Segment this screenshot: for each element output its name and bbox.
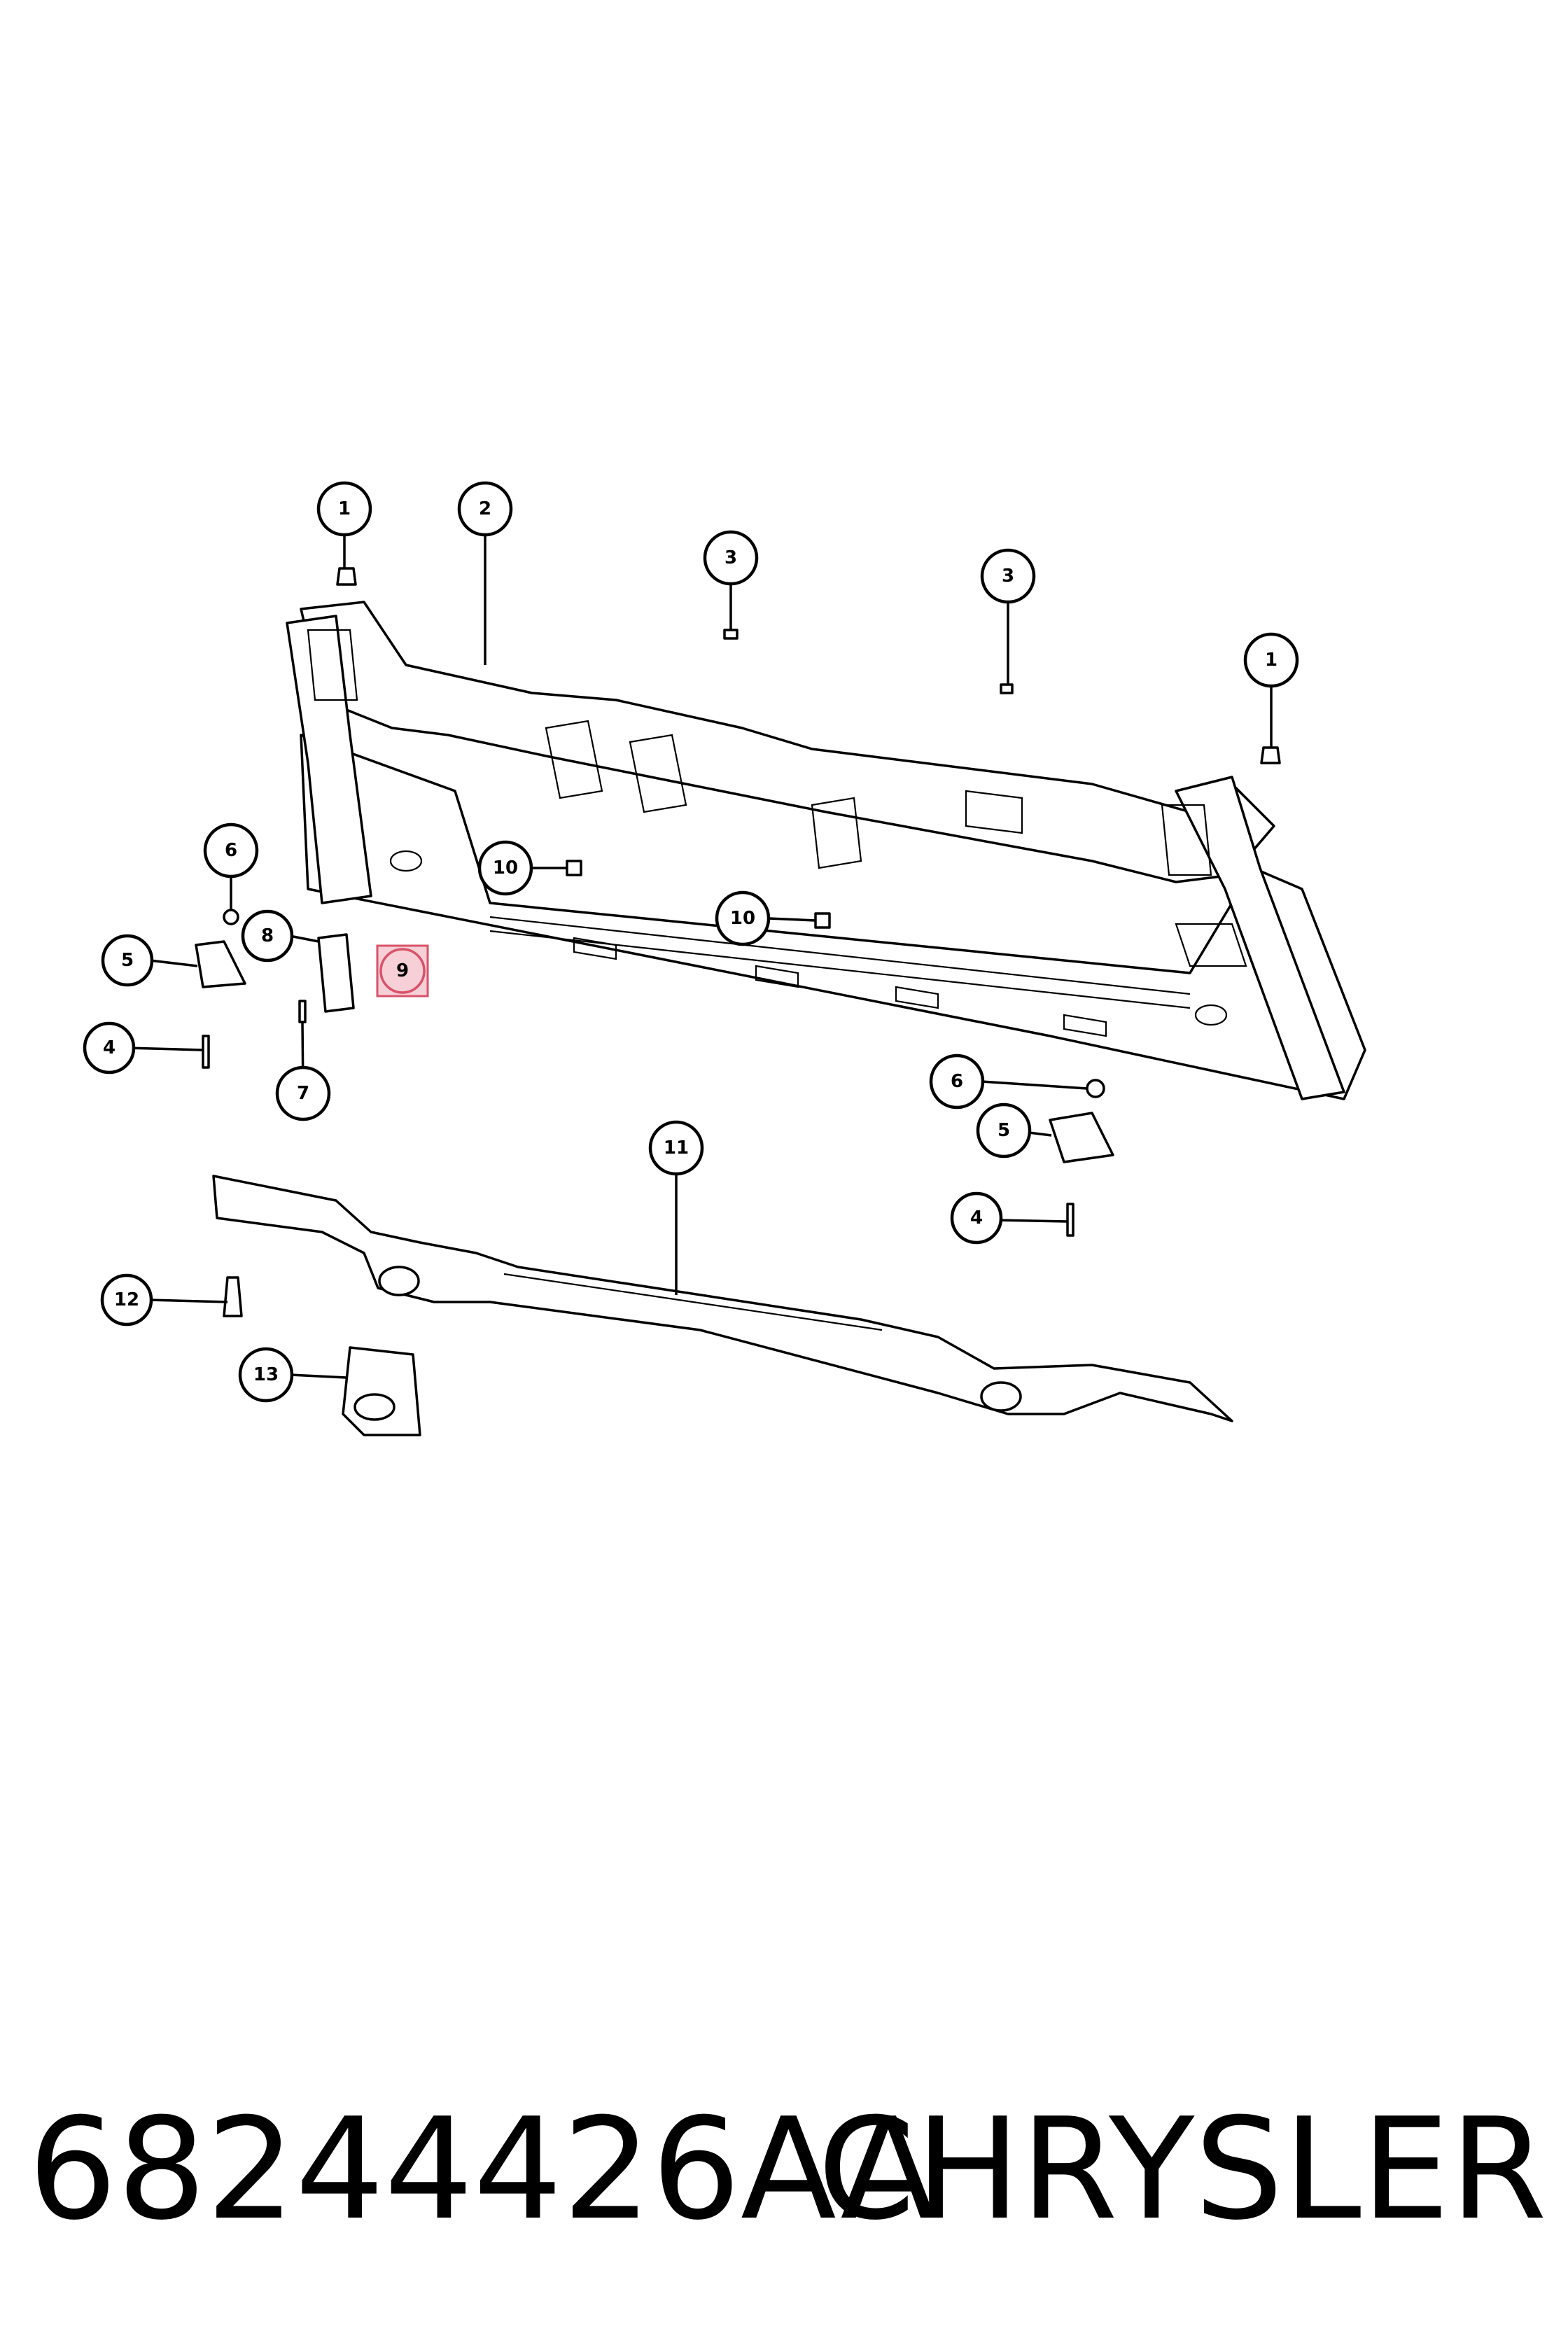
callout-6a[interactable]: 6 — [203, 822, 259, 878]
callout-label: 9 — [396, 960, 409, 981]
callout-4a[interactable]: 4 — [83, 1021, 136, 1074]
leader-lines — [126, 535, 1273, 1379]
callout-label: 2 — [479, 498, 491, 519]
callout-10a[interactable]: 10 — [477, 840, 533, 896]
callout-label: 6 — [225, 840, 237, 861]
callout-6b[interactable]: 6 — [929, 1054, 985, 1110]
callout-label: 11 — [664, 1138, 689, 1158]
callout-11[interactable]: 11 — [648, 1120, 704, 1176]
small-parts — [195, 567, 1281, 1436]
callout-label: 12 — [114, 1289, 139, 1310]
callout-1b[interactable]: 1 — [1243, 632, 1299, 688]
callout-label: 3 — [1002, 566, 1014, 587]
callout-3a[interactable]: 3 — [703, 530, 759, 586]
callout-label: 10 — [493, 858, 518, 878]
callout-5a[interactable]: 5 — [101, 934, 154, 987]
callout-label: 5 — [121, 950, 134, 971]
callout-label: 1 — [1265, 650, 1278, 671]
part-number: 68244426AA — [28, 2088, 937, 2251]
callout-label: 5 — [997, 1120, 1010, 1141]
callout-9-highlighted[interactable]: 9 — [376, 944, 429, 997]
callout-5b[interactable]: 5 — [976, 1102, 1032, 1158]
footer: 68244426AA CHRYSLER — [28, 2090, 1547, 2250]
callout-4b[interactable]: 4 — [950, 1191, 1003, 1245]
callout-10b[interactable]: 10 — [715, 890, 771, 946]
callout-label: 7 — [297, 1083, 309, 1104]
callout-2[interactable]: 2 — [457, 481, 513, 537]
callout-12[interactable]: 12 — [100, 1273, 153, 1326]
callout-7[interactable]: 7 — [275, 1065, 331, 1121]
callout-1a[interactable]: 1 — [316, 481, 372, 537]
callout-label: 10 — [730, 908, 755, 929]
radiator-support-frame — [286, 601, 1366, 1100]
callout-label: 1 — [338, 498, 351, 519]
callout-label: 13 — [253, 1364, 279, 1385]
callout-13[interactable]: 13 — [238, 1347, 294, 1403]
callout-label: 3 — [724, 547, 737, 568]
callout-3b[interactable]: 3 — [980, 548, 1036, 604]
brand-name: CHRYSLER — [817, 2088, 1547, 2251]
callout-label: 6 — [951, 1071, 963, 1092]
callout-label: 8 — [261, 925, 274, 946]
callout-label: 4 — [970, 1208, 983, 1228]
callout-8[interactable]: 8 — [241, 909, 294, 962]
callout-label: 4 — [103, 1037, 115, 1058]
lower-crossmember — [212, 1175, 1233, 1422]
